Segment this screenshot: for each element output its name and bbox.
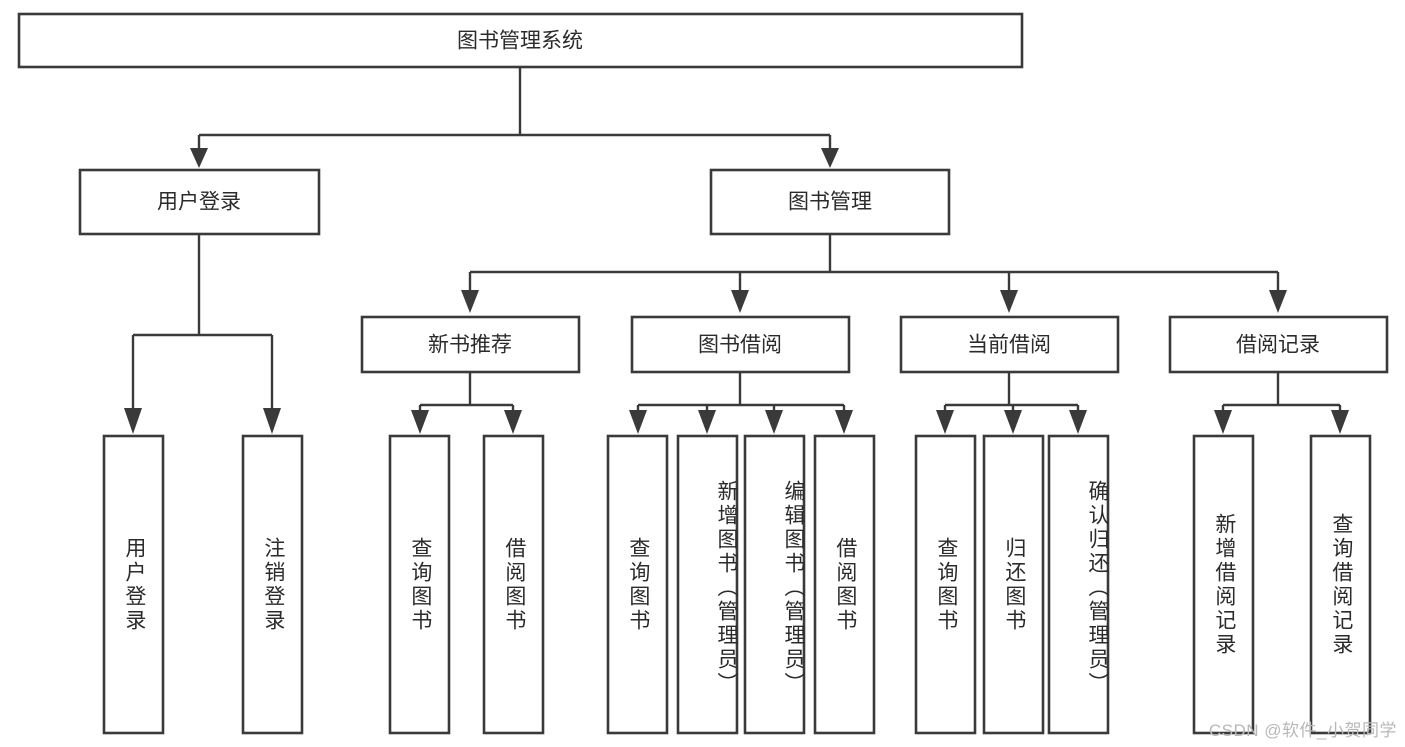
arrow-head-bb-leaf-2 — [698, 410, 716, 434]
node-label-leaf-query-record: 查询借阅记录 — [1329, 512, 1353, 657]
connector-group-borrow-record — [1214, 372, 1349, 434]
node-box-new-book-recommend[interactable] — [360, 315, 581, 374]
node-label-leaf-user-login: 用户登录 — [122, 536, 146, 633]
node-label-book-management: 图书管理 — [788, 191, 872, 214]
connector-group-root — [190, 68, 839, 168]
node-box-leaf-edit-book[interactable] — [743, 434, 806, 735]
node-box-leaf-add-book[interactable] — [676, 434, 739, 735]
node-box-leaf-borrow-book-1[interactable] — [482, 434, 545, 735]
arrow-head-nbr-leaf-2 — [504, 410, 522, 434]
arrow-head-bb-leaf-3 — [765, 410, 783, 434]
node-label-leaf-borrow-book-2: 借阅图书 — [833, 536, 857, 633]
node-label-leaf-confirm-return: 确认归还（管理员） — [1086, 479, 1109, 696]
arrow-head-bb-leaf-1 — [629, 410, 647, 434]
arrow-head-bb-leaf-4 — [835, 410, 853, 434]
node-box-leaf-borrow-book-2[interactable] — [813, 434, 876, 735]
node-box-leaf-return-book[interactable] — [982, 434, 1045, 735]
node-box-leaf-query-record[interactable] — [1309, 434, 1372, 735]
node-label-leaf-return-book: 归还图书 — [1002, 536, 1026, 633]
node-box-borrow-record[interactable] — [1168, 315, 1389, 374]
node-box-book-management[interactable] — [709, 168, 951, 236]
arrow-head-nbr-leaf-1 — [411, 410, 429, 434]
node-box-leaf-query-book-2[interactable] — [606, 434, 669, 735]
connector-group-user-login — [124, 234, 281, 434]
node-box-leaf-add-record[interactable] — [1192, 434, 1255, 735]
node-box-book-borrow[interactable] — [630, 315, 851, 374]
arrow-head-root-to-user-login — [190, 148, 208, 168]
arrow-head-br-leaf-2 — [1331, 410, 1349, 434]
node-box-leaf-query-book-1[interactable] — [388, 434, 451, 735]
node-label-current-borrow: 当前借阅 — [967, 334, 1051, 357]
node-label-book-borrow: 图书借阅 — [698, 334, 782, 357]
node-label-new-book-recommend: 新书推荐 — [428, 334, 512, 357]
node-label-borrow-record: 借阅记录 — [1236, 334, 1320, 357]
arrow-head-cb-leaf-3 — [1069, 410, 1087, 434]
arrow-head-user-login-leaf-1 — [124, 408, 142, 434]
connector-group-new-book-recommend — [411, 372, 522, 434]
connector-group-book-management — [461, 234, 1287, 313]
node-box-leaf-user-login[interactable] — [102, 434, 165, 735]
node-label-leaf-add-book: 新增图书（管理员） — [715, 479, 738, 696]
node-box-leaf-logout-login[interactable] — [241, 434, 304, 735]
node-box-leaf-query-book-3[interactable] — [914, 434, 977, 735]
node-label-leaf-query-book-2: 查询图书 — [626, 536, 650, 633]
arrow-head-bm-to-borrow-record — [1269, 290, 1287, 313]
node-label-leaf-borrow-book-1: 借阅图书 — [502, 536, 526, 633]
arrow-head-bm-to-current-borrow — [1000, 290, 1018, 313]
arrow-head-cb-leaf-2 — [1004, 410, 1022, 434]
node-box-current-borrow[interactable] — [899, 315, 1120, 374]
connector-group-current-borrow — [936, 372, 1087, 434]
node-label-leaf-logout-login: 注销登录 — [261, 536, 285, 633]
node-label-root: 图书管理系统 — [457, 30, 583, 53]
node-label-user-login: 用户登录 — [157, 191, 241, 214]
arrow-head-cb-leaf-1 — [936, 410, 954, 434]
arrow-head-br-leaf-1 — [1214, 410, 1232, 434]
node-label-leaf-query-book-3: 查询图书 — [934, 536, 958, 633]
arrow-head-bm-to-new-book-recommend — [461, 290, 479, 313]
arrow-head-root-to-book-management — [821, 148, 839, 168]
node-box-root[interactable] — [17, 12, 1024, 69]
arrow-head-user-login-leaf-2 — [263, 408, 281, 434]
node-label-leaf-query-book-1: 查询图书 — [408, 536, 432, 633]
arrow-head-bm-to-book-borrow — [731, 290, 749, 313]
node-label-leaf-add-record: 新增借阅记录 — [1212, 512, 1236, 657]
watermark-text: CSDN @软件_小贺同学 — [1208, 721, 1397, 740]
node-label-leaf-edit-book: 编辑图书（管理员） — [782, 479, 805, 696]
node-box-leaf-confirm-return[interactable] — [1047, 434, 1110, 735]
node-box-user-login[interactable] — [78, 168, 321, 236]
connector-group-book-borrow — [629, 372, 853, 434]
